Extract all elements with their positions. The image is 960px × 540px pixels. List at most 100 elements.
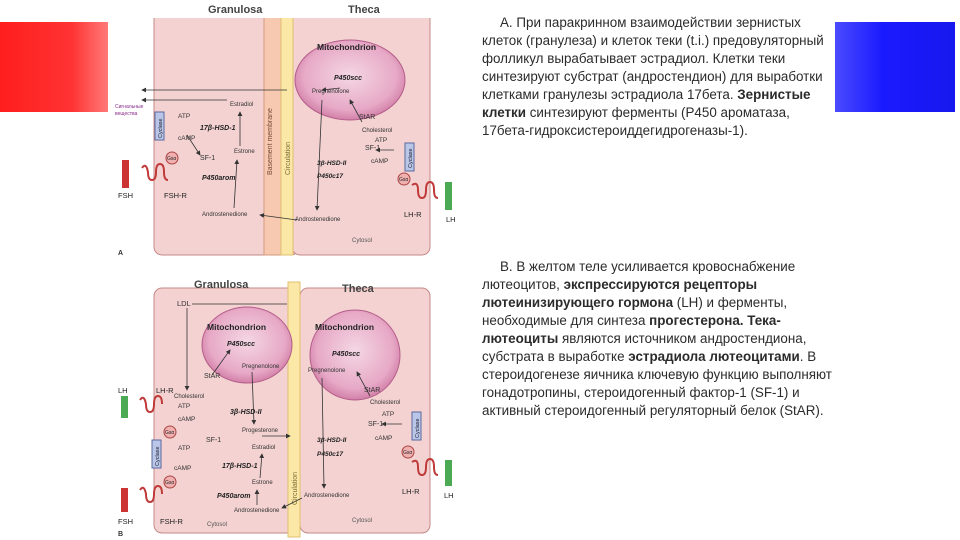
camp-theca-label-a: cAMP: [371, 158, 388, 165]
estradiol-label-b: Estradiol: [252, 445, 275, 451]
mitochondrion-granulosa-label-b: Mitochondrion: [207, 322, 266, 332]
cholesterol-theca-label-b: Cholesterol: [370, 400, 400, 406]
hsd1-label-b: 17β-HSD-1: [222, 463, 258, 470]
hsd2-granulosa-label-b: 3β-HSD-II: [230, 409, 263, 416]
atp-theca-label-b: ATP: [382, 411, 394, 418]
lhr-label-a: LH-R: [404, 210, 422, 219]
cytosol-theca-label-b: Cytosol: [352, 518, 372, 524]
p450arom-label-a: P450arom: [202, 175, 235, 182]
cyclase-label-granulosa-a: Cyclase: [158, 118, 164, 138]
star-granulosa-label-b: StAR: [204, 373, 220, 380]
cyclase-label-theca-a: Cyclase: [408, 148, 414, 168]
atp-granulosa1-label-b: ATP: [178, 403, 190, 410]
fshr-label-a: FSH-R: [164, 191, 187, 200]
camp-granulosa-label-a: cAMP: [178, 135, 195, 142]
arrow-b4: [251, 371, 257, 425]
description-b-b3: эстрадиола лютеоцитами: [628, 349, 800, 364]
circulation-label-a: Circulation: [285, 142, 292, 175]
theca-title-b: Theca: [342, 283, 375, 295]
lh-receptor-theca-b: [411, 457, 439, 477]
header-strip-a: [112, 0, 467, 18]
fsh-receptor-a: [141, 162, 169, 182]
androstenedione-theca-label-a: Androstenedione: [295, 217, 341, 223]
blue-accent-block: [835, 22, 955, 112]
estrone-label-a: Estrone: [234, 149, 255, 155]
cytoplasm-note-a: Сигнальные: [115, 104, 144, 110]
description-b-paragraph: В. В желтом теле усиливается кровоснабже…: [482, 258, 838, 420]
description-b-t4: . В стероидогенезе яичника ключевую функ…: [482, 349, 832, 418]
arrow-b9: [281, 497, 303, 509]
lh-icon-a: [445, 182, 452, 210]
androstenedione-theca-label-b: Androstenedione: [304, 493, 350, 499]
description-b: В. В желтом теле усиливается кровоснабже…: [482, 258, 838, 420]
cyclase-box-granulosa-a: [154, 111, 165, 141]
fshr-label-b: FSH-R: [160, 517, 183, 526]
gsa-theca-label-a: Gsα: [399, 177, 408, 183]
fsh-label-a: FSH: [118, 191, 133, 200]
cytoplasm-note-a2: вещества: [115, 111, 138, 117]
ldl-label-b: LDL: [177, 299, 191, 308]
cyclase-box-theca-b: [411, 411, 422, 441]
gsa-circle-theca-b: [401, 445, 415, 459]
cyclase-label-theca-b: Cyclase: [415, 418, 421, 438]
arrow-a3: [314, 99, 323, 211]
androstenedione-granulosa-label-a: Androstenedione: [202, 212, 248, 218]
arrow-b3: [211, 349, 231, 376]
description-b-t1: В. В желтом теле усиливается кровоснабже…: [482, 259, 796, 292]
panel-a-letter: A: [118, 250, 123, 257]
star-theca-label-b: StAR: [364, 387, 380, 394]
arrow-a5: [233, 159, 240, 209]
androstenedione-granulosa-label-b: Androstenedione: [234, 508, 280, 514]
cyclase-box-theca-a: [404, 142, 415, 172]
fsh-label-b: FSH: [118, 517, 133, 526]
camp-granulosa2-label-b: cAMP: [174, 465, 191, 472]
camp-granulosa1-label-b: cAMP: [178, 416, 195, 423]
cyclase-box-granulosa-b: [151, 439, 162, 469]
lh-theca-label-b: LH: [444, 491, 454, 500]
arrow-a10: [186, 134, 201, 156]
theca-title-a: Theca: [348, 4, 381, 16]
cholesterol-label-a: Cholesterol: [362, 128, 392, 134]
description-a-tail: синтезируют ферменты (P450 ароматаза, 17…: [482, 105, 790, 138]
gsa-circle-granulosa1-b: [163, 425, 177, 439]
hsd2-label-a: 3β-HSD-II: [317, 160, 347, 167]
panel-b: Granulosa Theca Circulation Mitochondrio…: [118, 279, 454, 538]
p450c17-label-a: P450c17: [317, 173, 343, 180]
arrow-a1: [321, 87, 341, 92]
circulation-band-a: [280, 0, 294, 256]
gsa-theca-label-b: Gsα: [403, 450, 412, 456]
theca-mitochondrion-b: [309, 309, 401, 401]
cholesterol-granulosa-label-b: Cholesterol: [174, 394, 204, 400]
granulosa-title-a: Granulosa: [208, 4, 263, 16]
arrow-a2: [349, 99, 363, 123]
fsh-receptor-b: [139, 484, 163, 504]
lh-icon-granulosa-b: [121, 396, 128, 418]
description-a-bold: Зернистые клетки: [482, 87, 811, 120]
sf1-granulosa-label-b: SF-1: [206, 437, 221, 444]
gsa-circle-theca-a: [397, 172, 411, 186]
mitochondrion-theca-label-b: Mitochondrion: [315, 322, 374, 332]
p450scc-granulosa-label-b: P450scc: [227, 341, 255, 348]
arrow-b10: [356, 371, 371, 397]
description-a: А. При паракринном взаимодействии зернис…: [482, 14, 838, 140]
gsa-circle-granulosa2-b: [163, 475, 177, 489]
cytosol-label-a: Cytosol: [352, 238, 372, 244]
estrone-label-b: Estrone: [252, 480, 273, 486]
theca-mitochondrion-a: [294, 39, 406, 121]
panel-a: Granulosa Theca Basement membrane Circul…: [112, 0, 467, 257]
circulation-label-b: Circulation: [292, 472, 299, 505]
basement-membrane-label-a: Basement membrane: [267, 108, 274, 175]
camp-theca-label-b: cAMP: [375, 435, 392, 442]
fsh-icon-a: [122, 160, 129, 188]
lh-icon-theca-b: [445, 460, 452, 486]
arrow-b8: [321, 377, 327, 489]
pregnenolone-granulosa-label-b: Pregnenolone: [242, 364, 280, 370]
lh-granulosa-label-b: LH: [118, 386, 128, 395]
atp-granulosa2-label-b: ATP: [178, 445, 190, 452]
sf1-theca-label-b: SF-1: [368, 421, 383, 428]
progesterone-label-b: Progesterone: [242, 428, 279, 434]
steroidogenesis-figure: Granulosa Theca Basement membrane Circul…: [112, 0, 467, 540]
description-a-text: А. При паракринном взаимодействии зернис…: [482, 15, 824, 102]
description-a-paragraph: А. При паракринном взаимодействии зернис…: [482, 14, 838, 140]
granulosa-title-b: Granulosa: [194, 279, 249, 291]
